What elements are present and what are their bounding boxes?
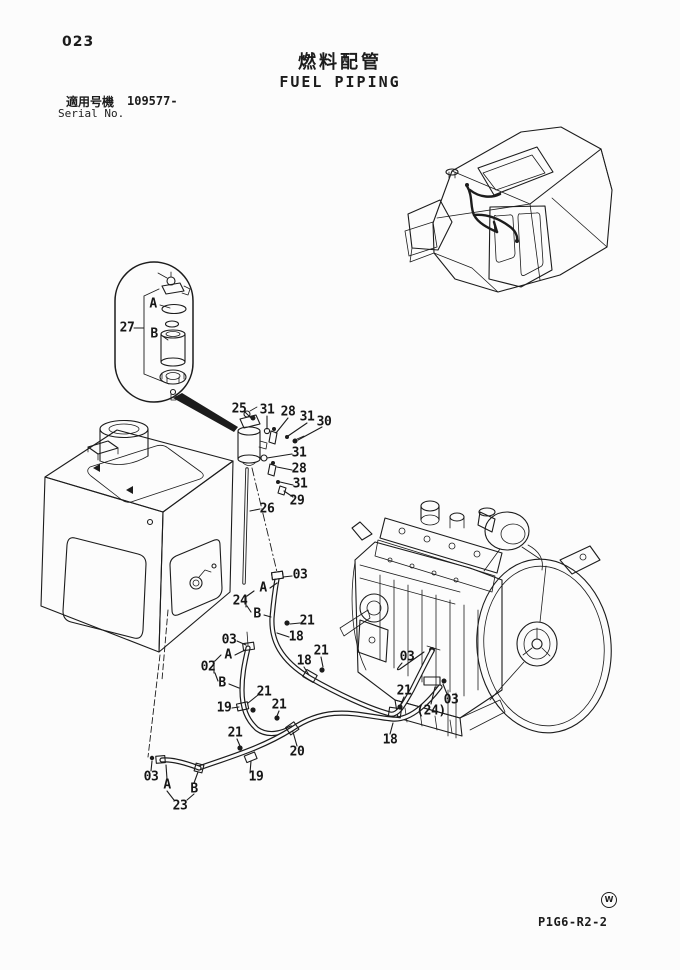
callout-29: 29 [289,493,305,509]
callout-31-4: 31 [292,476,308,492]
page-number: 023 [62,34,95,50]
callout-31-3: 31 [291,445,307,461]
serial-label-english: Serial No. [58,107,125,120]
callout-21-5: 21 [396,683,412,699]
callout-a-hose24: A [259,580,267,596]
callout-a-balloon: A [149,296,157,312]
fuel-tank-drawing [41,421,233,758]
callout-19-1: 19 [216,700,232,716]
callout-03-2: 03 [221,632,237,648]
callout-27: 27 [119,320,135,336]
callout-18-3: 18 [382,732,398,748]
engine-drawing [340,501,620,740]
approval-stamp-icon: W [601,892,617,908]
callout-24-paren: (24) [416,703,446,719]
callout-19-2: 19 [248,769,264,785]
callout-21-3: 21 [256,684,272,700]
callout-20: 20 [289,744,305,760]
callout-21-2: 21 [313,643,329,659]
excavator-inset-drawing [405,127,612,292]
callout-21-1: 21 [299,613,315,629]
callout-23: 23 [172,798,188,814]
callout-30: 30 [316,414,332,430]
detail-balloon-drawing [115,262,238,432]
drawing-code: P1G6-R2-2 [538,915,608,929]
callout-03-5: 03 [143,769,159,785]
callout-03-4: 03 [443,692,459,708]
callout-28-2: 28 [291,461,307,477]
callout-leader-lines [151,412,447,800]
callout-31-2: 31 [299,409,315,425]
callout-03-3: 03 [399,649,415,665]
callout-21-4: 21 [271,697,287,713]
page-title-english: FUEL PIPING [279,73,401,91]
fuel-piping-drawing [149,469,440,773]
serial-number-value: 109577- [127,94,178,108]
callout-28-1: 28 [280,404,296,420]
callout-a-hose23: A [163,777,171,793]
callout-b-hose23: B [190,781,198,797]
callout-26: 26 [259,501,275,517]
callout-18-2: 18 [296,653,312,669]
callout-18-1: 18 [288,629,304,645]
callout-24: 24 [232,593,248,609]
callout-b-hose24: B [253,606,261,622]
callout-a-hose02: A [224,647,232,663]
callout-25: 25 [231,401,247,417]
serial-label-japanese: 適用号機 [66,95,115,109]
page-title-japanese: 燃料配管 [298,52,382,73]
callout-03-1: 03 [292,567,308,583]
callout-b-hose02: B [218,675,226,691]
callout-b-balloon: B [150,326,158,342]
callout-02: 02 [200,659,216,675]
callout-31-1: 31 [259,402,275,418]
callout-21-6: 21 [227,725,243,741]
